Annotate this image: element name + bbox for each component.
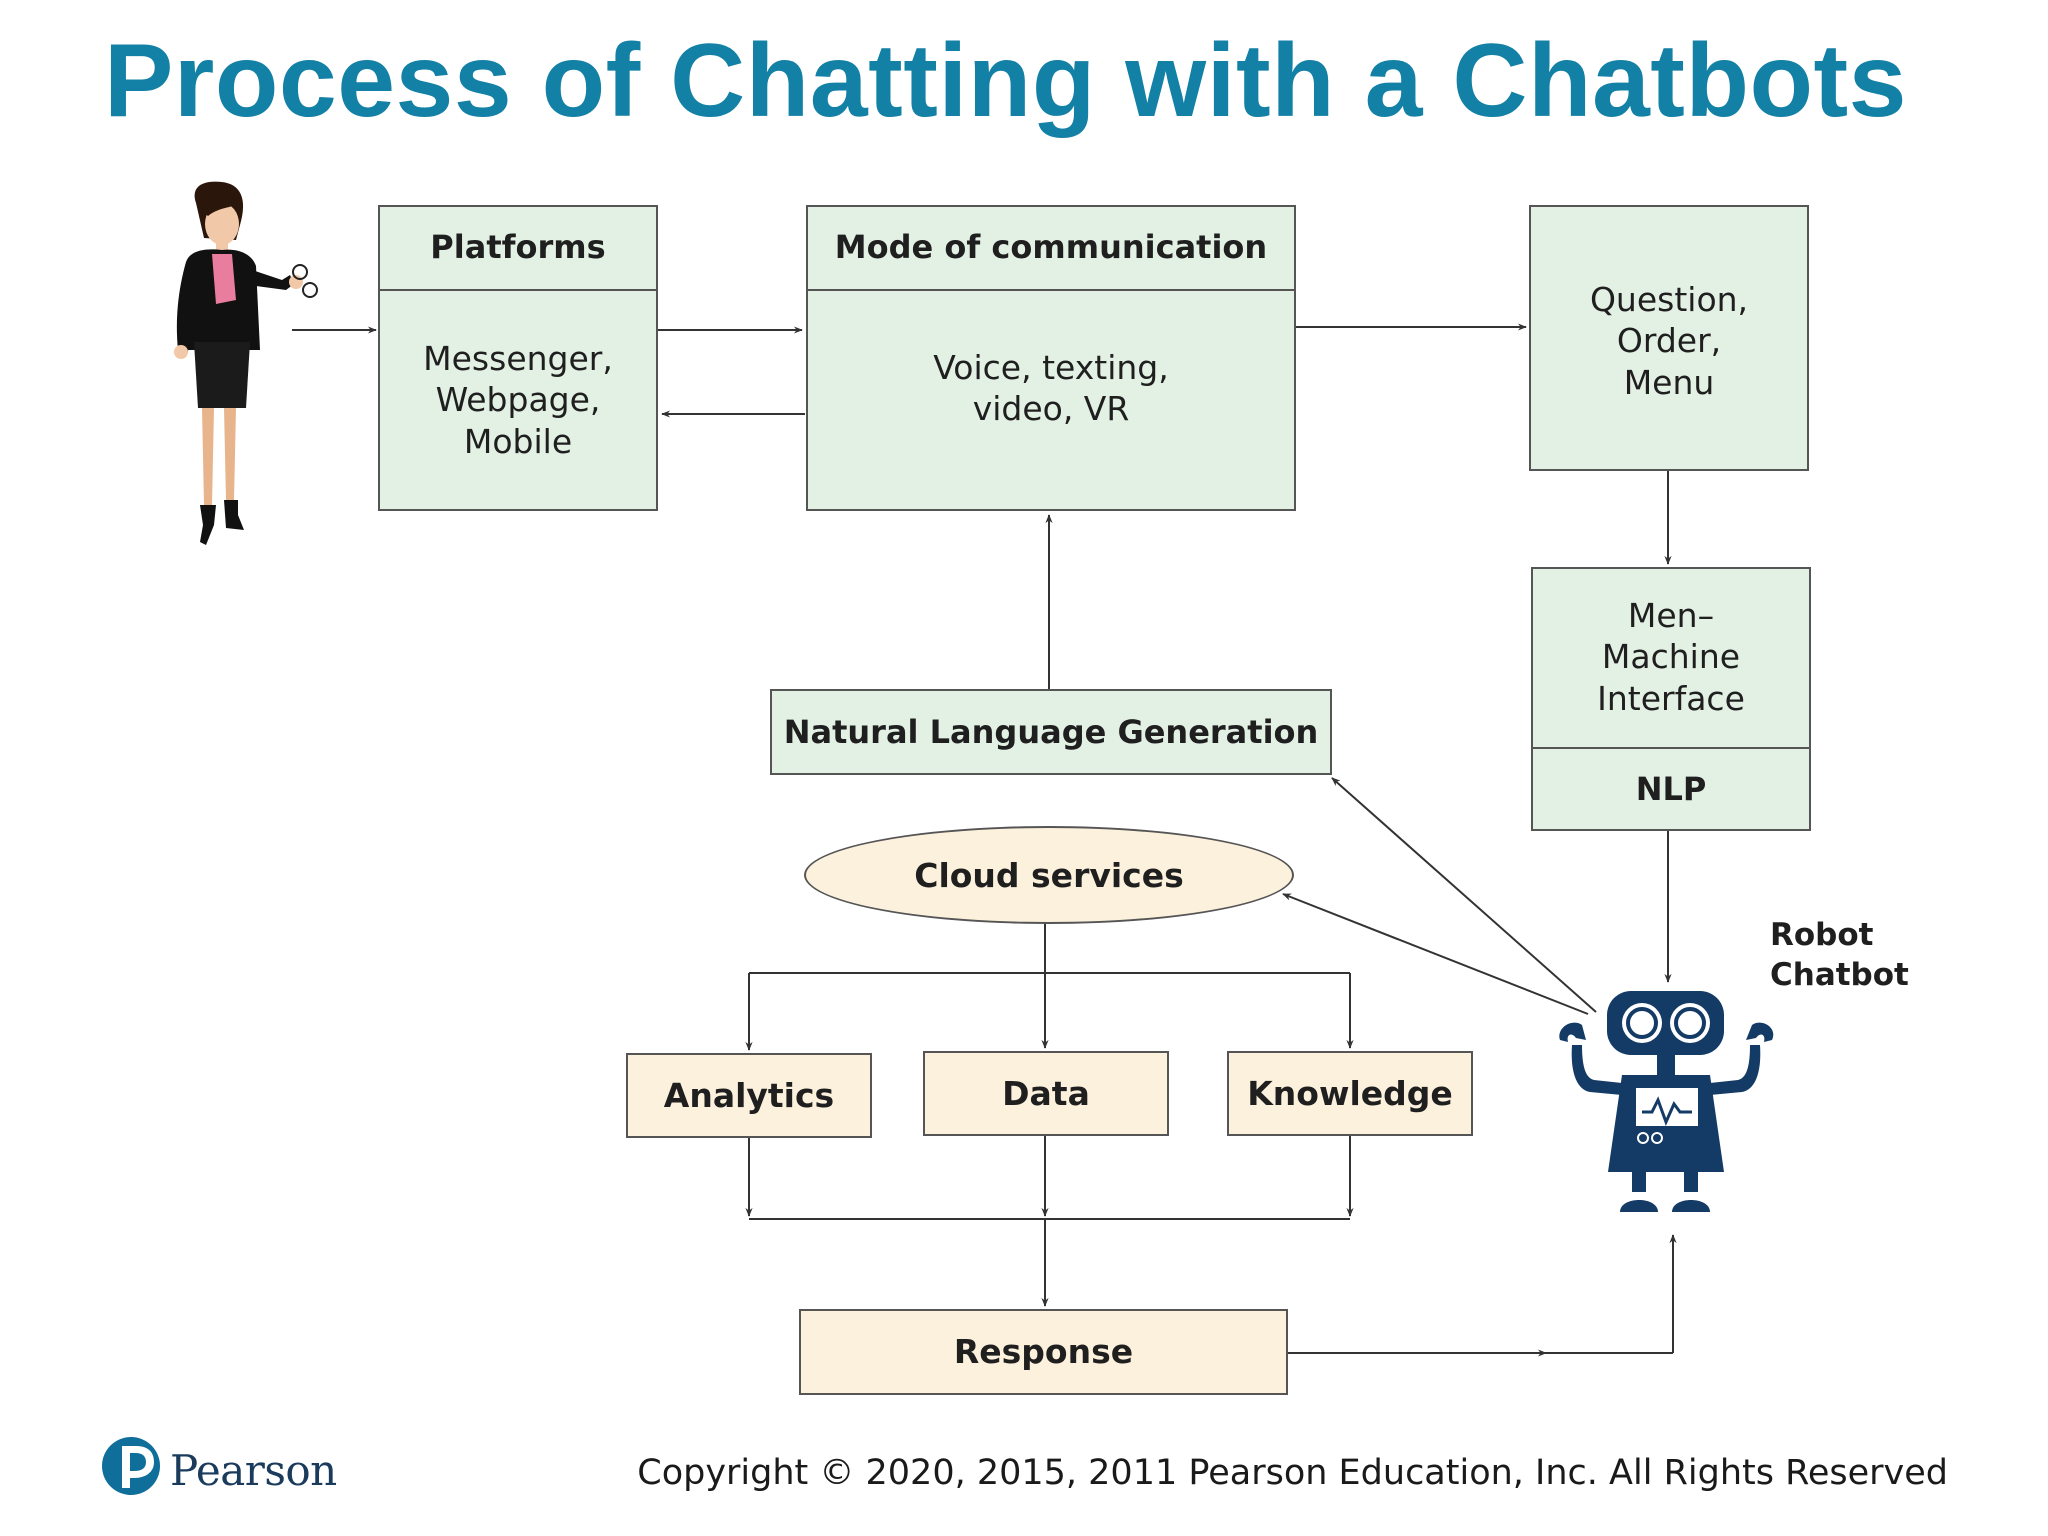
mmi-box [1531,567,1811,831]
analytics-box: Analytics [626,1053,872,1138]
question-line-2: Order, [1616,321,1722,361]
copyright-text: Copyright © 2020, 2015, 2011 Pearson Edu… [637,1453,1948,1493]
robot-chatbot-label: Robot Chatbot [1770,915,1909,996]
mmi-body: Men– Machine Interface [1531,567,1811,747]
pearson-logo-icon [102,1437,160,1495]
question-line-1: Question, [1589,280,1749,319]
arrow-robot-to-nlg [1331,777,1597,1013]
cloud-services-ellipse: Cloud services [804,826,1294,924]
slide-title: Process of Chatting with a Chatbots [104,23,1907,139]
arrow-robot-to-cloud [1282,893,1589,1015]
mode-divider [806,289,1296,291]
mmi-line-2: Machine [1601,637,1741,677]
nlp-label: NLP [1635,770,1707,808]
mode-box [806,205,1296,511]
robot-label-line-1: Robot [1770,917,1874,953]
robot-label-line-2: Chatbot [1770,957,1909,994]
question-box: Question, Order, Menu [1529,205,1809,471]
woman-with-glasses-icon [174,181,318,545]
mode-line-2: video, VR [972,389,1130,429]
platforms-header: Platforms [430,228,606,266]
data-box: Data [923,1051,1169,1136]
nlg-box: Natural Language Generation [770,689,1332,775]
robot-chatbot-icon [1559,991,1774,1212]
response-box: Response [799,1309,1288,1395]
mode-body: Voice, texting, video, VR [806,289,1296,511]
mmi-line-3: Interface [1597,678,1745,718]
platforms-divider [378,289,658,291]
mmi-divider [1531,747,1811,749]
mmi-line-1: Men– [1627,596,1715,636]
mode-header: Mode of communication [834,228,1268,266]
platforms-body: Messenger, Webpage, Mobile [378,289,658,511]
knowledge-box: Knowledge [1227,1051,1473,1136]
pearson-brand: Pearson [170,1446,337,1495]
question-line-3: Menu [1623,362,1715,402]
platforms-line-3: Mobile [463,421,573,461]
platforms-line-1: Messenger, [423,339,613,379]
platforms-line-2: Webpage, [435,380,601,420]
platforms-box [378,205,658,511]
mode-line-1: Voice, texting, [933,348,1169,387]
